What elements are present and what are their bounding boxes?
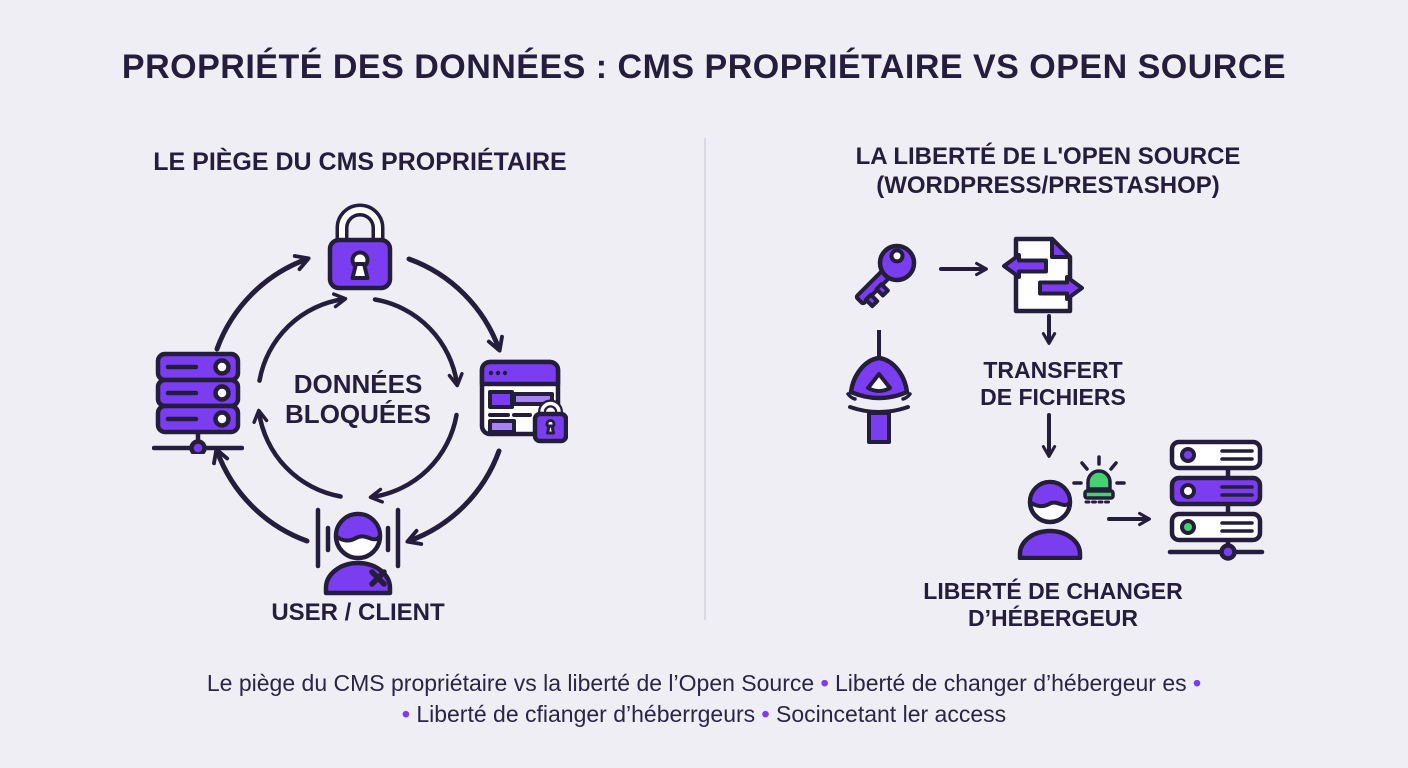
hosting-lamp-icon [846, 330, 912, 444]
user-icon [1017, 479, 1083, 560]
file-transfer-icon [1002, 236, 1084, 314]
outer-cycle-arrows-icon [212, 254, 504, 546]
padlock-icon [327, 203, 393, 291]
blocked-user-icon [315, 507, 401, 596]
caption: Le piège du CMS propriétaire vs la liber… [0, 668, 1408, 730]
bullet-separator: • [1193, 670, 1202, 696]
key-icon [854, 243, 917, 309]
panel-divider [704, 138, 706, 620]
arrow-right-icon [1107, 511, 1151, 527]
green-beacon-icon [1072, 455, 1126, 504]
bullet-separator: • [761, 701, 770, 727]
caption-line: Le piège du CMS propriétaire vs la liber… [206, 670, 1202, 696]
server-stack-icon [152, 351, 244, 454]
browser-locked-icon [479, 359, 568, 444]
host-freedom-label: LIBERTÉ DE CHANGER D’HÉBERGEUR [923, 578, 1183, 631]
bullet-separator: • [401, 701, 410, 727]
server-rack-icon [1167, 439, 1265, 561]
blocked-data-label: DONNÉES BLOQUÉES [285, 369, 431, 429]
arrow-down-icon [1041, 314, 1057, 345]
caption-line: • Liberté de cfianger d’héberrgeurs • So… [401, 701, 1007, 727]
right-title-line2: (WORDPRESS/PRESTASHOP) [876, 172, 1220, 199]
left-panel-title: LE PIÈGE DU CMS PROPRIÉTAIRE [153, 148, 567, 176]
user-client-label: USER / CLIENT [271, 599, 445, 626]
file-transfer-label: TRANSFERT DE FICHIERS [980, 357, 1126, 410]
right-title-line1: LA LIBERTÉ DE L'OPEN SOURCE [855, 143, 1241, 170]
cycle-arrows-icon [252, 292, 464, 504]
arrow-right-icon [939, 261, 988, 277]
arrow-down-icon [1041, 413, 1057, 458]
bullet-separator: • [820, 670, 829, 696]
right-panel-title: LA LIBERTÉ DE L'OPEN SOURCE (WORDPRESS/P… [800, 142, 1296, 200]
page-title: PROPRIÉTÉ DES DONNÉES : CMS PROPRIÉTAIRE… [121, 48, 1287, 86]
